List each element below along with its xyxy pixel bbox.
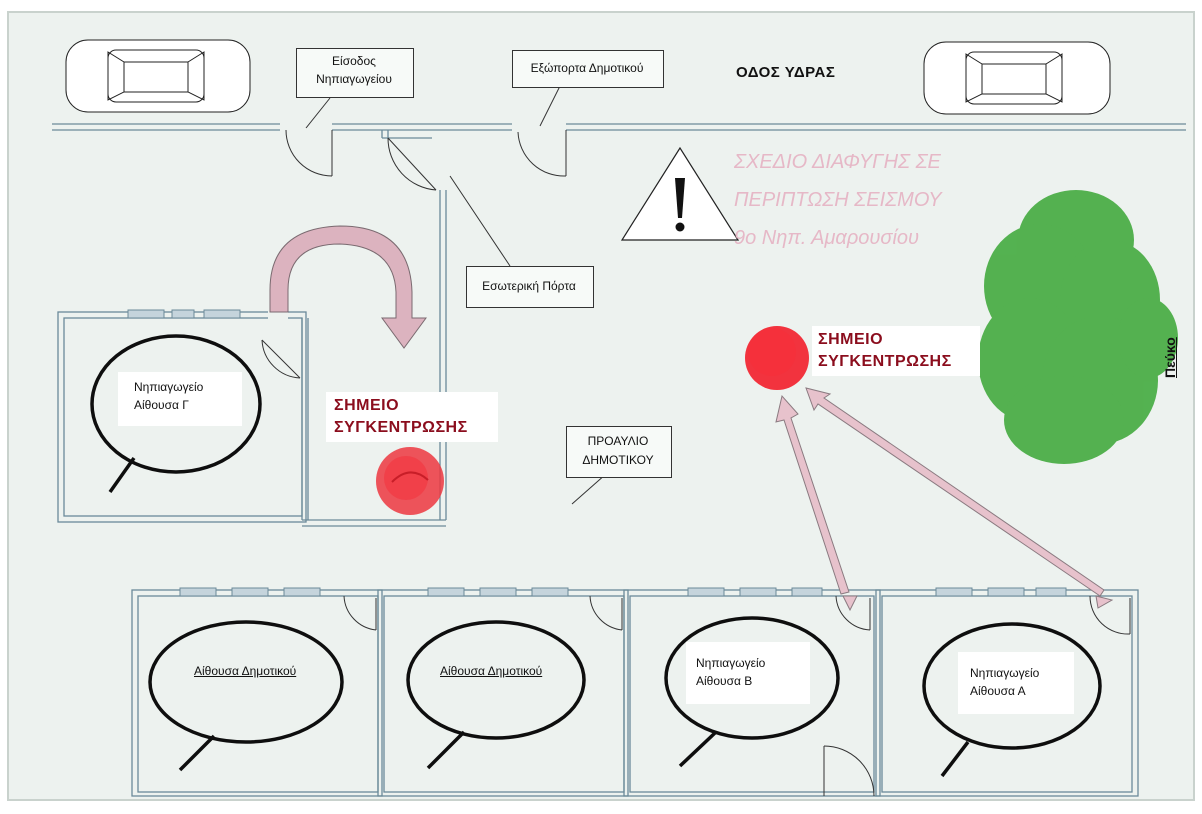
room-elementary-2-label: Αίθουσα Δημοτικού	[440, 664, 543, 678]
elementary-gate-sign	[512, 50, 664, 88]
courtyard-label-2: ΔΗΜΟΤΙΚΟΥ	[582, 453, 654, 467]
room-ovals	[90, 334, 1102, 778]
room-gamma-label-2: Αίθουσα Γ	[134, 398, 189, 412]
room-alpha-label-bg	[958, 652, 1074, 714]
inner-door-sign	[466, 266, 594, 308]
warning-triangle-icon	[620, 146, 740, 241]
assembly-label-left-bg	[326, 392, 498, 442]
courtyard-label-1: ΠΡΟΑΥΛΙΟ	[587, 434, 649, 448]
paper-border	[7, 11, 1195, 801]
street-wall	[52, 123, 1186, 131]
pine-tree-label: Πεύκο	[1162, 337, 1178, 378]
inner-door	[387, 137, 437, 191]
inner-door-label: Εσωτερική Πόρτα	[482, 279, 576, 293]
assembly-label-right-line-1: ΣΗΜΕΙΟ	[818, 331, 884, 348]
plan-title-line-1: ΣΧΕΔΙΟ ΔΙΑΦΥΓΗΣ ΣΕ	[734, 151, 941, 173]
assembly-label-right-line-2: ΣΥΓΚΕΝΤΡΩΣΗΣ	[818, 353, 952, 370]
room-gamma-windows	[127, 309, 241, 319]
kindergarten-entrance-label: Είσοδος	[332, 54, 376, 68]
evacuation-arrows-to-assembly	[775, 387, 1114, 612]
elementary-gate-label: Εξώπορτα Δημοτικού	[530, 61, 644, 75]
u-turn-evacuation-arrow-icon	[269, 225, 427, 349]
elementary-outer-gate	[517, 130, 567, 177]
pine-tree-icon	[978, 190, 1178, 464]
kindergarten-entrance-label-2: Νηπιαγωγείου	[316, 72, 392, 86]
room-gamma-door	[261, 339, 301, 379]
courtyard-sign	[566, 426, 672, 478]
plan-title-line-3: 9ο Νηπ. Αμαρουσίου	[734, 227, 920, 249]
assembly-label-left-line-2: ΣΥΓΚΕΝΤΡΩΣΗΣ	[334, 419, 468, 436]
room-alpha-label-2: Αίθουσα Α	[970, 684, 1026, 698]
street-name: ΟΔΟΣ ΥΔΡΑΣ	[736, 64, 836, 81]
bottom-classrooms-windows	[179, 587, 1067, 597]
plan-title-line-2: ΠΕΡΙΠΤΩΣΗ ΣΕΙΣΜΟΥ	[734, 189, 942, 211]
leader-lines	[305, 85, 607, 505]
room-beta-label-bg	[686, 642, 810, 704]
assembly-label-right-bg	[812, 326, 980, 376]
assembly-label-left-line-1: ΣΗΜΕΙΟ	[334, 397, 400, 414]
room-gamma-label-1: Νηπιαγωγείο	[134, 380, 204, 394]
room-beta-label-2: Αίθουσα Β	[696, 674, 753, 688]
car-left	[65, 39, 251, 113]
room-gamma-gap	[268, 310, 288, 320]
bottom-classrooms-doors	[343, 595, 1131, 797]
room-elementary-1-label: Αίθουσα Δημοτικού	[194, 664, 297, 678]
room-gamma-label-bg	[118, 372, 242, 426]
assembly-point-dots	[376, 326, 809, 515]
kindergarten-entrance-door	[285, 129, 333, 177]
kindergarten-entrance-sign	[296, 48, 414, 98]
room-alpha-label-1: Νηπιαγωγείο	[970, 666, 1040, 680]
car-right	[923, 41, 1111, 115]
room-beta-label-1: Νηπιαγωγείο	[696, 656, 766, 670]
